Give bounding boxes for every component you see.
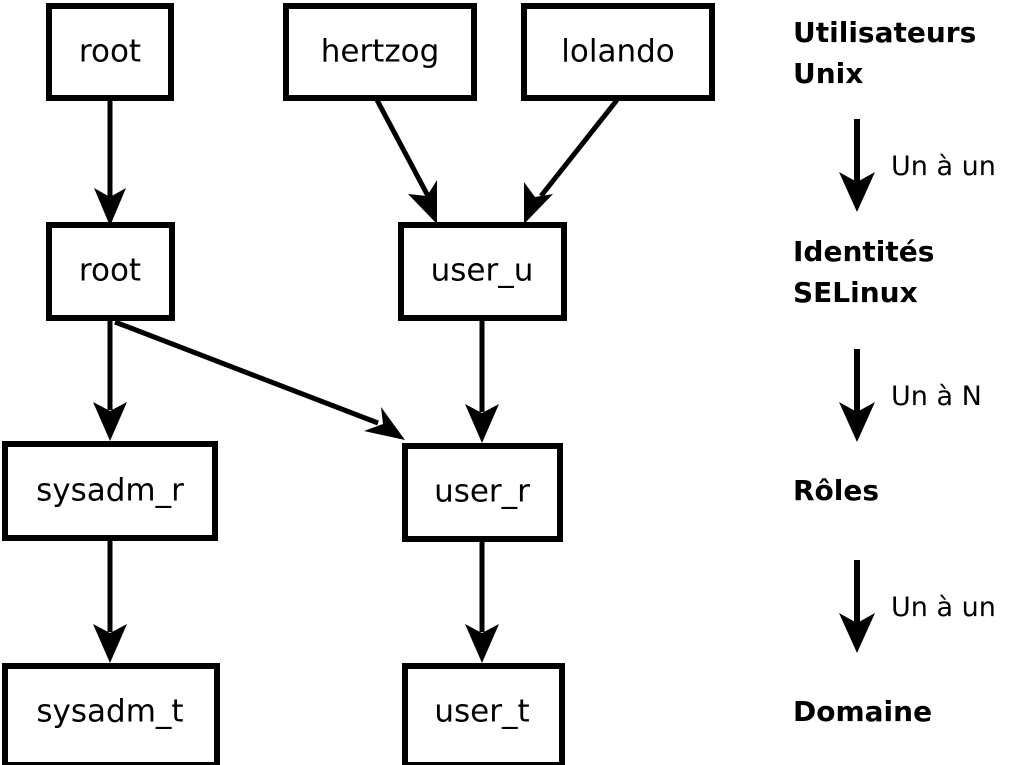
legend-layer-domains-line1: Domaine	[793, 695, 932, 728]
edge-sel-root-to-sysadm-r	[93, 321, 127, 441]
legend-layer-unix-users: Utilisateurs Unix	[793, 16, 976, 90]
legend-layer-domains: Domaine	[793, 695, 932, 728]
legend-layer-unix-users-line1: Utilisateurs	[793, 16, 976, 49]
node-domain-user-t[interactable]: user_t	[402, 663, 565, 765]
edge-user-r-to-user-t	[465, 542, 499, 663]
node-role-sysadm-r-label: sysadm_r	[36, 473, 184, 509]
legend-layer-roles-line1: Rôles	[793, 474, 879, 507]
node-unix-root-label: root	[79, 34, 141, 70]
node-domain-sysadm-t-label: sysadm_t	[36, 694, 183, 730]
legend-layer-selinux-identities-line1: Identités	[793, 235, 934, 268]
edge-lolando-to-user-u	[524, 98, 619, 224]
legend-arrow-roles-to-domain: Un à un	[839, 560, 996, 653]
edge-hertzog-to-user-u	[374, 98, 437, 224]
node-domain-sysadm-t[interactable]: sysadm_t	[2, 663, 220, 765]
legend-layer-selinux-identities-line2: SELinux	[793, 276, 918, 309]
node-role-user-r-label: user_r	[434, 474, 530, 510]
edge-sel-root-to-user-r	[114, 319, 405, 440]
node-role-sysadm-r[interactable]: sysadm_r	[2, 441, 218, 541]
node-domain-user-t-label: user_t	[434, 694, 529, 730]
node-unix-lolando-label: lolando	[561, 34, 674, 70]
node-unix-lolando[interactable]: lolando	[521, 3, 715, 101]
legend-layer-unix-users-line2: Unix	[793, 57, 863, 90]
legend-relation-un-a-n: Un à N	[891, 381, 982, 412]
edge-sysadm-r-to-sysadm-t	[93, 541, 127, 663]
legend-layer-selinux-identities: Identités SELinux	[793, 235, 934, 309]
node-role-user-r[interactable]: user_r	[402, 443, 563, 542]
legend-relation-un-a-un-bottom: Un à un	[891, 592, 996, 623]
node-selinux-root-label: root	[79, 253, 141, 289]
legend-layer-roles: Rôles	[793, 474, 879, 507]
node-unix-hertzog[interactable]: hertzog	[283, 3, 477, 101]
edge-user-u-to-user-r	[465, 321, 499, 443]
legend-arrow-users-to-identities: Un à un	[839, 119, 996, 212]
node-selinux-user-u-label: user_u	[431, 253, 534, 289]
node-selinux-user-u[interactable]: user_u	[398, 222, 567, 321]
node-unix-root[interactable]: root	[46, 3, 174, 101]
legend-arrow-identities-to-roles: Un à N	[839, 349, 982, 442]
legend-relation-un-a-un-top: Un à un	[891, 151, 996, 182]
edge-unix-root-to-sel-root	[94, 100, 126, 226]
edge-group	[93, 98, 619, 663]
node-unix-hertzog-label: hertzog	[321, 34, 440, 70]
node-selinux-root[interactable]: root	[46, 222, 175, 321]
